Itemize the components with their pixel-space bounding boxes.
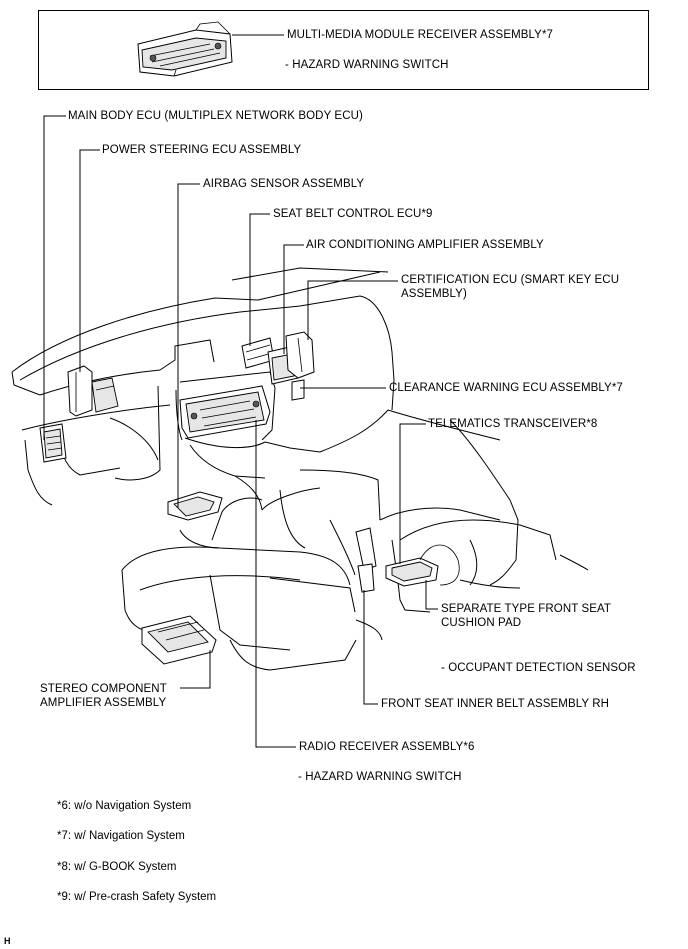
label-clearance-warning-ecu: CLEARANCE WARNING ECU ASSEMBLY*7 <box>389 382 623 394</box>
multimedia-receiver-image <box>137 21 233 77</box>
label-certification-ecu-line2: ASSEMBLY) <box>401 288 467 300</box>
label-radio-hazard-switch: - HAZARD WARNING SWITCH <box>298 771 462 783</box>
label-air-conditioning-amplifier: AIR CONDITIONING AMPLIFIER ASSEMBLY <box>306 239 544 251</box>
radio-receiver-image <box>179 385 271 439</box>
leader-power-steering <box>79 149 100 372</box>
leader-seat-belt-control <box>249 213 270 346</box>
leader-certification-ecu <box>307 280 398 340</box>
label-power-steering-ecu: POWER STEERING ECU ASSEMBLY <box>102 144 302 156</box>
label-seat-belt-control-ecu: SEAT BELT CONTROL ECU*9 <box>273 208 433 220</box>
stereo-amplifier-image <box>141 615 217 665</box>
leader-airbag-sensor <box>177 183 200 508</box>
certification-ecu-image <box>285 331 315 379</box>
power-steering-ecu-image <box>67 365 119 417</box>
label-telematics-transceiver: TELEMATICS TRANSCEIVER*8 <box>428 418 598 430</box>
front-seat-inner-belt-image <box>355 527 377 593</box>
leader-front-belt <box>363 590 378 705</box>
leader-stereo-amp <box>180 650 211 689</box>
label-multimedia-receiver: MULTI-MEDIA MODULE RECEIVER ASSEMBLY*7 <box>287 29 554 41</box>
footnote-6: *6: w/o Navigation System <box>57 800 192 812</box>
label-front-seat-inner-belt: FRONT SEAT INNER BELT ASSEMBLY RH <box>381 698 610 710</box>
label-legend-hazard-switch: - HAZARD WARNING SWITCH <box>285 59 449 71</box>
telematics-transceiver-image <box>385 544 460 587</box>
label-stereo-amplifier-line2: AMPLIFIER ASSEMBLY <box>40 697 167 709</box>
footnote-9: *9: w/ Pre-crash Safety System <box>57 891 217 903</box>
leader-radio-receiver <box>255 420 296 748</box>
footnote-8: *8: w/ G-BOOK System <box>57 861 177 873</box>
leader-lines <box>43 115 438 748</box>
label-main-body-ecu: MAIN BODY ECU (MULTIPLEX NETWORK BODY EC… <box>68 110 363 122</box>
label-separate-seat-line1: SEPARATE TYPE FRONT SEAT <box>441 603 612 615</box>
leader-air-conditioning <box>283 244 304 354</box>
label-stereo-amplifier-line1: STEREO COMPONENT <box>40 683 167 695</box>
main-body-ecu-image <box>39 423 67 463</box>
label-certification-ecu-line1: CERTIFICATION ECU (SMART KEY ECU <box>401 274 620 286</box>
label-occupant-detection-sensor: - OCCUPANT DETECTION SENSOR <box>441 662 636 674</box>
clearance-warning-ecu-image <box>291 379 305 401</box>
figure-id: H <box>4 936 11 946</box>
label-airbag-sensor: AIRBAG SENSOR ASSEMBLY <box>203 178 365 190</box>
label-separate-seat-line2: CUSHION PAD <box>441 617 522 629</box>
footnote-7: *7: w/ Navigation System <box>57 830 185 842</box>
leader-separate-seat <box>425 580 438 610</box>
leader-main-body-ecu <box>43 115 66 440</box>
dashboard-outline <box>11 267 589 586</box>
label-radio-receiver: RADIO RECEIVER ASSEMBLY*6 <box>299 741 475 753</box>
leader-telematics <box>399 423 426 564</box>
airbag-sensor-image <box>167 491 223 521</box>
legend-box <box>38 10 649 90</box>
